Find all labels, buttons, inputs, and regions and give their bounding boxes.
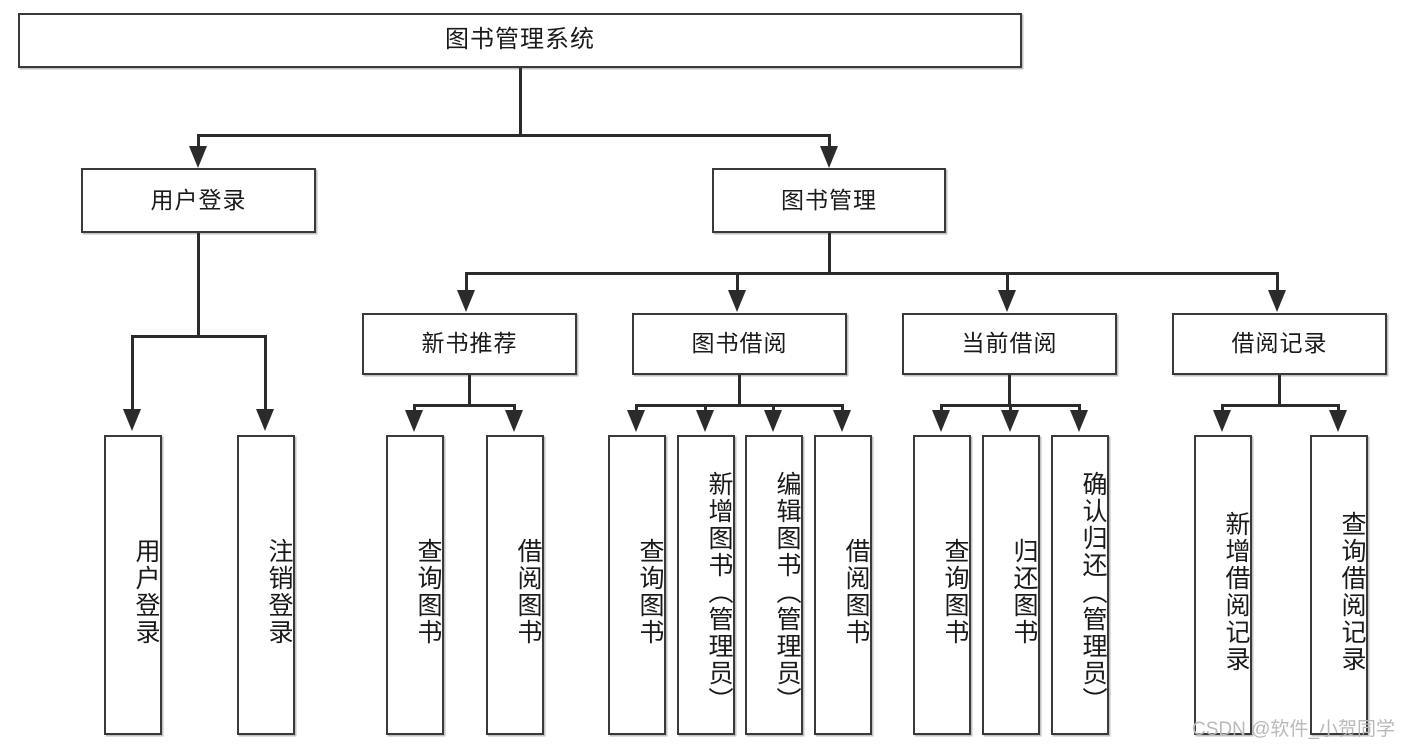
leaf-current-borrow-confirm-return[interactable]: 确认归还（管理员） [1051, 435, 1109, 735]
arrow-user-login-to-leaf-2 [256, 409, 274, 431]
leaf-borrow-record-add[interactable]: 新增借阅记录 [1194, 435, 1252, 735]
leaf-book-borrow-add[interactable]: 新增图书（管理员） [677, 435, 735, 735]
arrow-book-manage-to-borrow [728, 290, 746, 312]
arrow-borrow-record-to-leaf-1 [1213, 410, 1231, 432]
arrow-new-book-to-leaf-1 [405, 410, 423, 432]
node-label: 用户登录 [132, 538, 160, 646]
connector-root-to-user-login [197, 134, 200, 154]
node-label: 查询图书 [941, 538, 969, 646]
connector-new-book-bar [414, 404, 515, 407]
connector-new-book-stem [468, 375, 471, 407]
arrow-book-manage-to-record [1268, 290, 1286, 312]
node-label: 新增图书（管理员） [705, 470, 733, 714]
node-label: 新增借阅记录 [1222, 511, 1250, 673]
arrow-book-borrow-to-leaf-3 [764, 410, 782, 432]
connector-borrow-record-bar [1222, 404, 1339, 407]
arrow-borrow-record-to-leaf-2 [1329, 410, 1347, 432]
leaf-book-borrow-edit[interactable]: 编辑图书（管理员） [745, 435, 803, 735]
node-label: 查询图书 [636, 538, 664, 646]
node-label: 查询借阅记录 [1338, 511, 1366, 673]
arrow-user-login-to-leaf-1 [123, 409, 141, 431]
arrow-current-borrow-to-leaf-1 [932, 410, 950, 432]
leaf-current-borrow-return[interactable]: 归还图书 [982, 435, 1040, 735]
connector-book-manage-to-new-book [465, 272, 468, 298]
node-label: 编辑图书（管理员） [773, 470, 801, 714]
arrow-book-borrow-to-leaf-1 [627, 410, 645, 432]
node-borrow-record[interactable]: 借阅记录 [1172, 313, 1387, 375]
node-label: 图书借阅 [691, 330, 788, 357]
connector-root-bar [198, 134, 831, 137]
node-book-management[interactable]: 图书管理 [712, 168, 946, 233]
leaf-new-book-borrow[interactable]: 借阅图书 [486, 435, 544, 735]
node-label: 借阅图书 [514, 538, 542, 646]
connector-user-login-to-leaf-2 [264, 335, 267, 415]
connector-book-manage-stem [828, 233, 831, 275]
leaf-book-borrow-query[interactable]: 查询图书 [608, 435, 666, 735]
connector-book-manage-to-current [1006, 272, 1009, 298]
connector-user-login-stem [197, 233, 200, 337]
arrow-current-borrow-to-leaf-3 [1070, 410, 1088, 432]
node-label: 当前借阅 [961, 330, 1058, 357]
node-current-borrow[interactable]: 当前借阅 [902, 313, 1117, 375]
arrow-book-borrow-to-leaf-4 [833, 410, 851, 432]
arrow-current-borrow-to-leaf-2 [1001, 410, 1019, 432]
arrow-book-borrow-to-leaf-2 [696, 410, 714, 432]
leaf-new-book-query[interactable]: 查询图书 [386, 435, 444, 735]
connector-borrow-record-stem [1278, 375, 1281, 407]
leaf-borrow-record-query[interactable]: 查询借阅记录 [1310, 435, 1368, 735]
arrow-book-manage-to-new-book [457, 290, 475, 312]
node-new-book-recommend[interactable]: 新书推荐 [362, 313, 577, 375]
leaf-book-borrow-borrow[interactable]: 借阅图书 [814, 435, 872, 735]
node-label: 新书推荐 [421, 330, 518, 357]
arrow-book-manage-to-current [998, 290, 1016, 312]
node-root-system[interactable]: 图书管理系统 [18, 13, 1022, 68]
node-label: 图书管理 [781, 186, 877, 213]
arrow-root-to-user-login [189, 146, 207, 168]
node-label: 用户登录 [150, 186, 247, 213]
node-label: 借阅图书 [842, 538, 870, 646]
node-label: 借阅记录 [1231, 330, 1328, 357]
connector-book-manage-to-borrow [736, 272, 739, 298]
node-label: 归还图书 [1010, 538, 1038, 646]
node-label: 图书管理系统 [445, 26, 595, 54]
connector-root-to-book-manage [828, 134, 831, 154]
arrow-root-to-book-manage [820, 146, 838, 168]
leaf-user-login-login[interactable]: 用户登录 [104, 435, 162, 735]
node-label: 注销登录 [265, 538, 293, 646]
node-label: 查询图书 [414, 538, 442, 646]
connector-current-borrow-stem [1008, 375, 1011, 407]
connector-root-stem [519, 68, 522, 136]
connector-book-borrow-stem [738, 375, 741, 407]
leaf-current-borrow-query[interactable]: 查询图书 [913, 435, 971, 735]
arrow-new-book-to-leaf-2 [505, 410, 523, 432]
leaf-user-login-logout[interactable]: 注销登录 [237, 435, 295, 735]
connector-user-login-to-leaf-1 [131, 335, 134, 415]
connector-book-manage-to-record [1276, 272, 1279, 298]
connector-user-login-bar [132, 335, 265, 338]
connector-book-manage-bar [466, 272, 1279, 275]
node-book-borrow[interactable]: 图书借阅 [632, 313, 847, 375]
node-label: 确认归还（管理员） [1079, 470, 1107, 714]
connector-book-borrow-bar [636, 404, 843, 407]
node-user-login[interactable]: 用户登录 [81, 168, 316, 233]
